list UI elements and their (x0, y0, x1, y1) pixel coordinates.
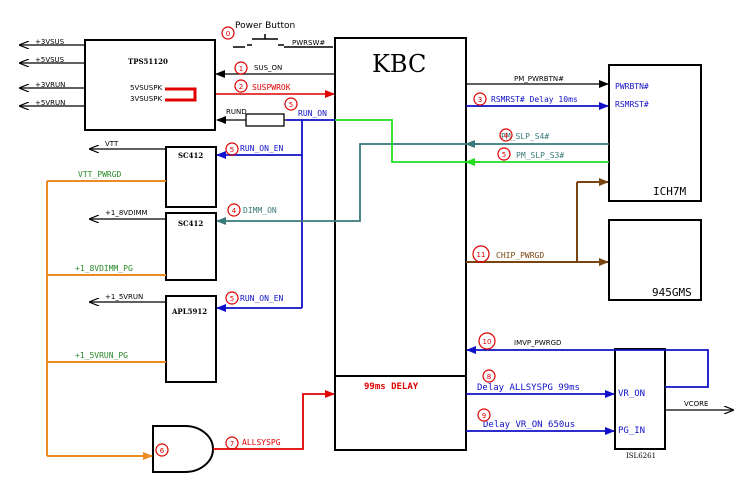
pm-slp-s3-label: PM_SLP_S3# (516, 151, 564, 160)
step-5b: 5 (230, 146, 234, 154)
step-5d: 5 (502, 151, 506, 159)
step-5c: 5 (230, 295, 234, 303)
chip-pwrgd-label: CHIP_PWRGD (496, 251, 544, 260)
and-gate (152, 425, 214, 473)
pm-slp-s4-label: PM_SLP_S4# (501, 132, 549, 141)
tps-rails (20, 45, 85, 106)
run-on-en-sc412-label: RUN_ON_EN (240, 144, 284, 153)
run-on-en-apl-label: RUN_ON_EN (240, 294, 284, 303)
vcore-label: VCORE (684, 400, 708, 408)
step-5a: 5 (289, 101, 293, 109)
power-button-symbol (233, 34, 333, 48)
step-markers (155, 26, 513, 457)
pin-5vsuspk: 5VSUSPK (130, 84, 162, 92)
delay-label: 99ms DELAY (364, 382, 419, 392)
power-good-wiring (46, 180, 166, 460)
vrun-pg-label: +1_5VRUN_PG (75, 351, 128, 360)
rail-3vrun: +3VRUN (35, 81, 65, 89)
pin-vr-on: VR_ON (618, 389, 645, 399)
step-7: 7 (230, 440, 234, 448)
sc412-vtt-label: SC412 (178, 151, 203, 160)
pin-3vsuspk: 3VSUSPK (130, 95, 162, 103)
rail-5vrun: +5VRUN (35, 99, 65, 107)
delay-vr-on-label: Delay VR_ON 650us (483, 420, 575, 430)
step-8: 8 (487, 373, 491, 381)
pm-slp-s3-line (335, 119, 609, 163)
allsyspg-line (213, 390, 335, 450)
rail-3vsus: +3VSUS (35, 38, 65, 46)
pin-rsmrst: RSMRST# (615, 100, 649, 109)
sus-on-label: SUS_ON (254, 64, 282, 72)
step-11: 11 (477, 251, 486, 259)
apl5912-block (165, 295, 217, 383)
pwrsw-label: PWRSW# (292, 39, 325, 47)
step-1: 1 (239, 65, 243, 73)
pm-pwrbtn-label: PM_PWRBTN# (514, 75, 564, 83)
kbc-block (334, 37, 467, 451)
rund-resistor (245, 113, 285, 127)
step-4a: 4 (232, 207, 237, 215)
apl5912-label: APL5912 (171, 307, 207, 316)
rail-5vsus: +5VSUS (35, 56, 65, 64)
step-6: 6 (160, 447, 165, 455)
regulator-outputs (90, 149, 166, 302)
chip-pwrgd-wiring (466, 178, 609, 266)
delay-allsyspg-label: Delay ALLSYSPG 99ms (477, 383, 580, 393)
step-4b: 4 (504, 132, 509, 140)
step-2: 2 (239, 83, 243, 91)
pm-slp-s4-line (216, 143, 609, 225)
rsmrst-delay-label: RSMRST# Delay 10ms (491, 95, 578, 104)
imvp-pwrgd-line (466, 346, 709, 388)
rund-label: RUND (226, 108, 247, 116)
pin-pwrbtn: PWRBTN# (615, 82, 649, 91)
imvp-pwrgd-label: IMVP_PWRGD (514, 339, 561, 347)
isl6261-block (614, 348, 666, 450)
step-10: 10 (483, 338, 492, 346)
dimm-on-label: DIMM_ON (243, 206, 277, 215)
tps51120-block (84, 39, 216, 131)
pin-pg-in: PG_IN (618, 426, 645, 436)
suspk-short (165, 87, 197, 102)
step-9: 9 (482, 412, 486, 420)
rail-18vdimm: +1_8VDIMM (105, 209, 148, 217)
kbc-label: KBC (372, 50, 426, 78)
allsyspg-label: ALLSYSPG (242, 438, 281, 447)
run-on-label: RUN_ON (298, 109, 327, 118)
blocks (84, 37, 702, 473)
ich7m-block (608, 64, 702, 202)
945gms-label: 945GMS (652, 286, 692, 299)
isl6261-label: ISL6261 (626, 452, 656, 460)
suspwrok-label: SUSPWROK (252, 83, 291, 92)
sc412-dimm-label: SC412 (178, 219, 203, 228)
945gms-block (608, 219, 702, 301)
dimm-pg-label: +1_8VDIMM_PG (75, 264, 133, 273)
sc412-vtt-block (165, 146, 217, 208)
ich7m-label: ICH7M (653, 185, 686, 198)
rail-vtt: VTT (105, 140, 119, 148)
tps51120-label: TPS51120 (128, 57, 168, 66)
step-0: 0 (226, 30, 230, 38)
vtt-pwrgd-label: VTT_PWRGD (78, 170, 122, 179)
step-3: 3 (478, 96, 482, 104)
rail-15vrun: +1_5VRUN (105, 293, 143, 301)
sc412-dimm-block (165, 212, 217, 281)
power-button-label: Power Button (235, 21, 295, 31)
